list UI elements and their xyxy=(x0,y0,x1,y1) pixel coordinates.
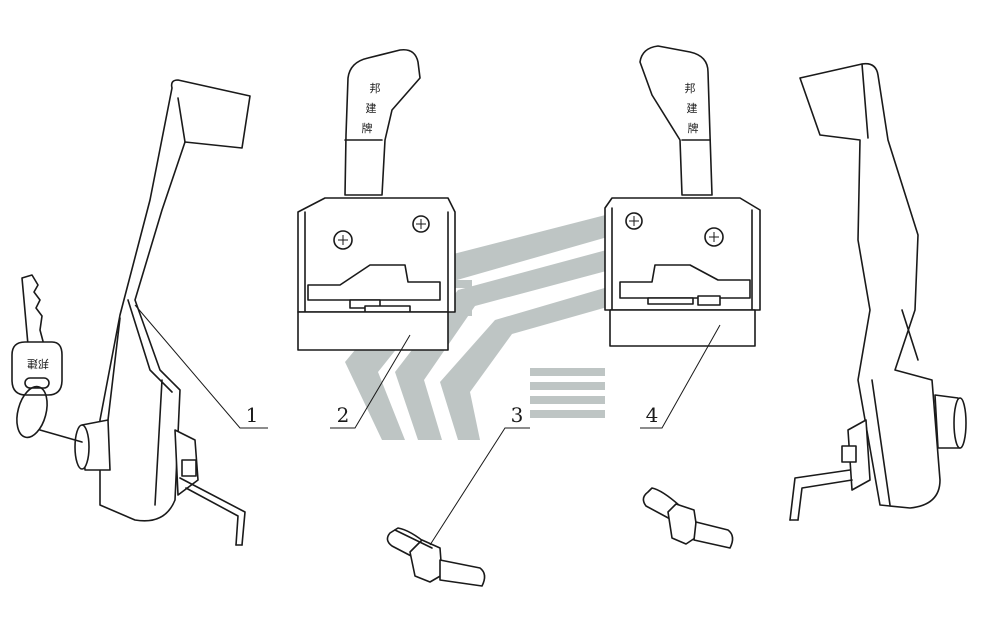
lock-left-brand-char-3: 牌 xyxy=(362,121,373,135)
striker-pin-right xyxy=(642,487,734,549)
striker-pin-left xyxy=(386,527,486,587)
lock-body-left: 邦 建 牌 xyxy=(297,48,456,351)
key-brand-text: 邦建 xyxy=(27,357,49,371)
handle-left xyxy=(74,79,251,546)
part-label-3: 3 xyxy=(511,403,524,427)
part-label-1: 1 xyxy=(246,403,259,427)
part-label-4: 4 xyxy=(646,403,659,427)
handle-right xyxy=(789,62,967,521)
key: 邦建 xyxy=(11,274,83,443)
lock-left-brand-char-2: 建 xyxy=(366,101,377,115)
part-label-2: 2 xyxy=(337,403,350,427)
lock-left-brand-char-1: 邦 xyxy=(370,82,381,95)
callout-4: 4 xyxy=(640,324,721,429)
callout-2: 2 xyxy=(330,334,411,429)
callout-1: 1 xyxy=(134,304,268,429)
lock-right-brand-char-1: 邦 xyxy=(685,82,696,95)
lock-body-right: 邦 建 牌 xyxy=(604,45,761,347)
lock-right-brand-char-3: 牌 xyxy=(688,121,699,135)
lock-right-brand-char-2: 建 xyxy=(687,101,698,115)
callout-3: 3 xyxy=(429,403,530,546)
